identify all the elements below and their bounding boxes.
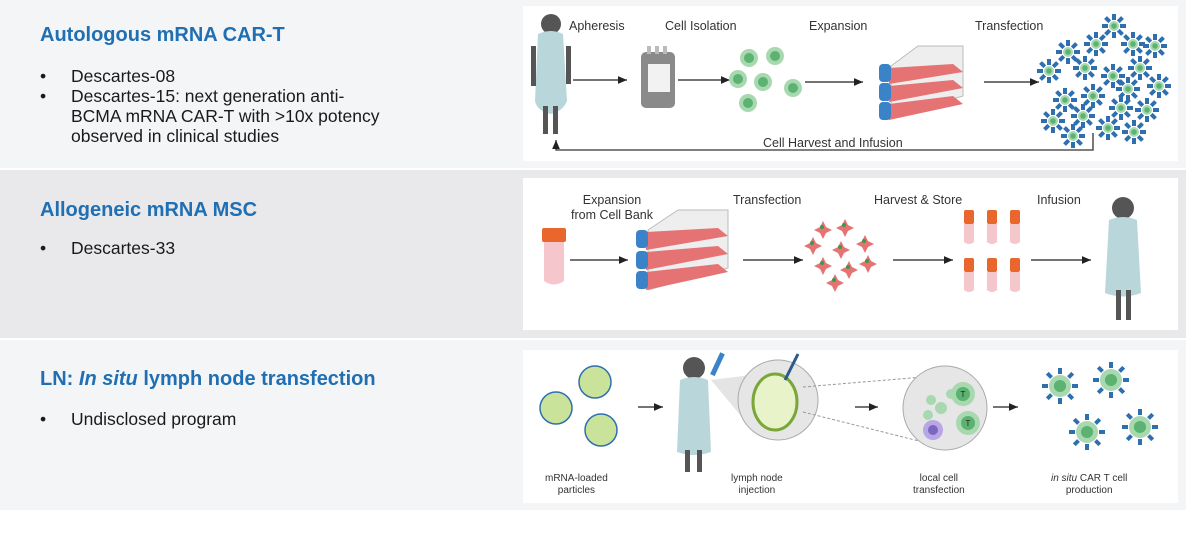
cell-bank-tube-icon bbox=[542, 228, 566, 285]
step-label: Transfection bbox=[733, 193, 802, 207]
bullet-item: •Descartes-15: next generation anti-BCMA… bbox=[40, 86, 380, 146]
car-t-production-icon bbox=[1042, 362, 1158, 450]
bullet-list: •Descartes-33 bbox=[40, 238, 175, 258]
blood-bag-icon bbox=[641, 46, 675, 108]
return-label: Cell Harvest and Infusion bbox=[763, 136, 903, 150]
msc-diagram-art bbox=[542, 197, 1141, 320]
section-allogeneic-msc: Allogeneic mRNA MSC •Descartes-33 bbox=[0, 170, 1186, 338]
patient-icon bbox=[1105, 197, 1141, 320]
lymph-node-icon bbox=[737, 353, 819, 441]
bullet-item: •Descartes-33 bbox=[40, 238, 176, 258]
car-t-cells-icon bbox=[1037, 14, 1171, 148]
mrna-particles-icon bbox=[539, 365, 618, 447]
step-label: Apheresis bbox=[569, 19, 625, 33]
bullet-item: •Descartes-08 bbox=[40, 66, 176, 86]
patient-icon bbox=[531, 14, 571, 134]
bullet-list: •Descartes-08 •Descartes-15: next genera… bbox=[40, 66, 379, 146]
patient-injection-icon bbox=[677, 352, 725, 472]
msc-cells-icon bbox=[804, 219, 877, 292]
return-arrow-icon bbox=[552, 133, 1094, 151]
section-title: Allogeneic mRNA MSC bbox=[40, 199, 258, 221]
section-in-situ-ln: LN: In situ lymph node transfection •Und… bbox=[0, 340, 1186, 510]
storage-tubes-icon bbox=[964, 210, 1020, 292]
t-cell-label: T bbox=[961, 390, 966, 399]
car-t-process-diagram: Apheresis Cell Isolation Expansion Trans… bbox=[523, 6, 1178, 161]
bullet-list: •Undisclosed program bbox=[40, 409, 236, 429]
step-label: Infusion bbox=[1037, 193, 1081, 207]
section-title: LN: In situ lymph node transfection bbox=[40, 368, 376, 390]
culture-flasks-icon bbox=[879, 45, 964, 120]
bullet-item: •Undisclosed program bbox=[40, 409, 237, 429]
step-label: Expansion bbox=[809, 19, 868, 33]
step-label: Transfection bbox=[975, 19, 1044, 33]
step-label: Cell Isolation bbox=[665, 19, 737, 33]
t-cell-label: T bbox=[966, 419, 971, 428]
local-transfection-icon bbox=[902, 365, 988, 451]
in-situ-diagram-art: T T bbox=[539, 352, 1158, 472]
section-title: Autologous mRNA CAR-T bbox=[40, 24, 285, 46]
culture-flasks-icon bbox=[636, 209, 729, 291]
section-autologous-car-t: Autologous mRNA CAR-T •Descartes-08 •Des… bbox=[0, 0, 1186, 168]
step-label: Harvest & Store bbox=[874, 193, 963, 207]
car-t-diagram-art bbox=[531, 14, 1171, 151]
